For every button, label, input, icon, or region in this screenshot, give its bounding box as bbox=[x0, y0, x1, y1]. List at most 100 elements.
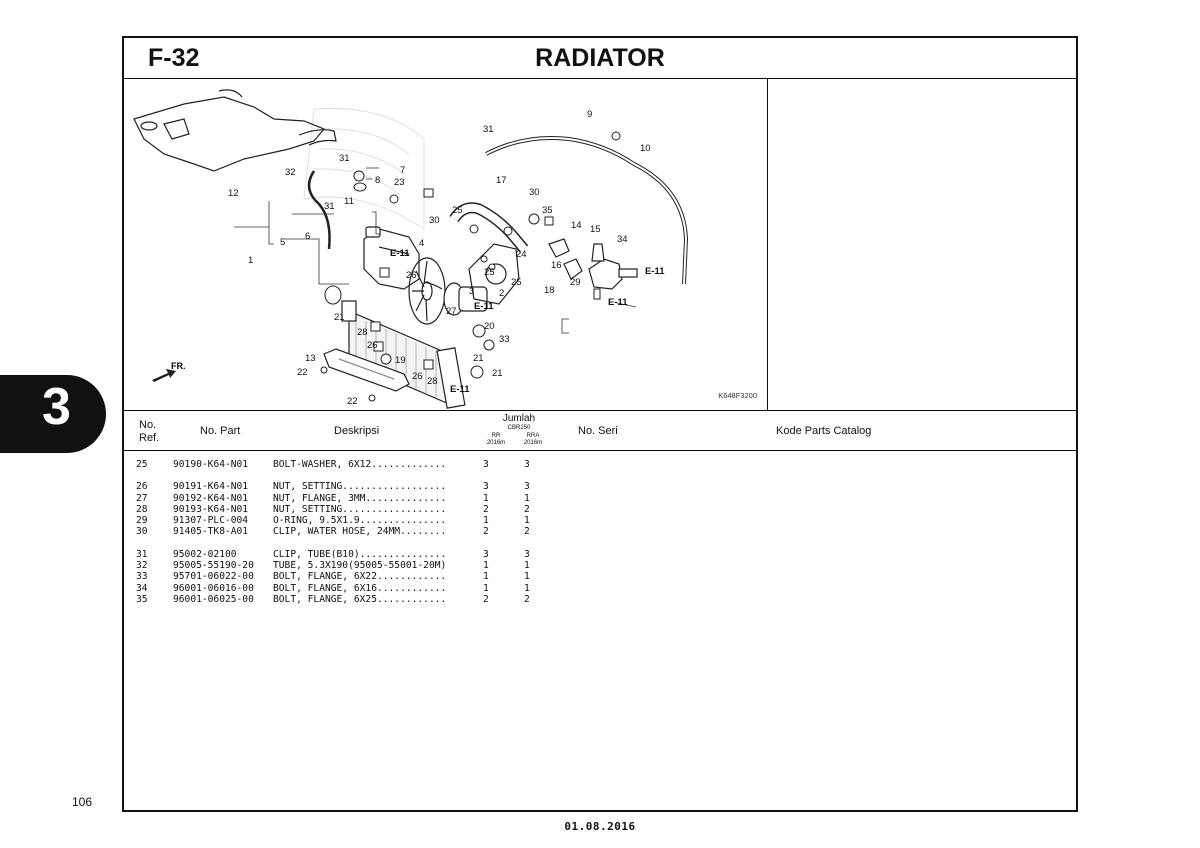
table-row: 27 90192-K64-N01 NUT, FLANGE, 3MM.......… bbox=[136, 492, 530, 504]
table-row: 35 96001-06025-00 BOLT, FLANGE, 6X25....… bbox=[136, 593, 530, 605]
callout-26a: 26 bbox=[406, 270, 417, 281]
callout-23: 23 bbox=[394, 177, 405, 188]
callout-17: 17 bbox=[496, 175, 507, 186]
callout-25c: 25 bbox=[511, 277, 522, 288]
callout-11: 11 bbox=[344, 196, 354, 207]
radiator-diagram-svg: FR. 31 9 10 32 31 7 8 23 17 30 12 31 11 … bbox=[133, 89, 689, 409]
empty-side-panel bbox=[768, 79, 1078, 410]
callout-31b: 31 bbox=[339, 153, 350, 164]
callout-28b: 28 bbox=[427, 376, 438, 387]
header-catalog-code: Kode Parts Catalog bbox=[776, 425, 872, 437]
table-header: No. Ref. No. Part Deskripsi Jumlah CBR25… bbox=[124, 410, 1076, 451]
footer-date: 01.08.2016 bbox=[564, 820, 636, 833]
watermark-wing bbox=[303, 107, 425, 230]
callout-15: 15 bbox=[590, 224, 601, 235]
callout-16: 16 bbox=[551, 260, 562, 271]
header-rra: RRA 2016m bbox=[523, 433, 543, 446]
header-description: Deskripsi bbox=[334, 425, 380, 437]
cooling-fan bbox=[408, 257, 446, 325]
table-row: 34 96001-06016-00 BOLT, FLANGE, 6X16....… bbox=[136, 582, 530, 594]
callout-29: 29 bbox=[570, 277, 581, 288]
callout-30b: 30 bbox=[429, 215, 440, 226]
header-ref: No. Ref. bbox=[139, 419, 160, 444]
callout-31a: 31 bbox=[483, 124, 494, 135]
direction-arrow: FR. bbox=[152, 361, 186, 382]
table-row: 33 95701-06022-00 BOLT, FLANGE, 6X22....… bbox=[136, 571, 530, 583]
callout-26c: 26 bbox=[412, 371, 423, 382]
table-row: 32 95005-55190-20 TUBE, 5.3X190(95005-55… bbox=[136, 560, 530, 572]
callout-21a: 21 bbox=[334, 312, 345, 323]
fan-bracket bbox=[468, 243, 520, 305]
table-row: 30 91405-TK8-A01 CLIP, WATER HOSE, 24MM.… bbox=[136, 526, 530, 538]
callout-7: 7 bbox=[400, 165, 405, 176]
leader-lines bbox=[234, 167, 637, 334]
callout-e11c: E-11 bbox=[608, 297, 628, 308]
callout-10: 10 bbox=[640, 143, 651, 154]
lower-shroud bbox=[323, 348, 410, 392]
reservoir-tank bbox=[363, 226, 420, 290]
radiator-core bbox=[341, 300, 466, 409]
parts-list: 25 90190-K64-N01 BOLT-WASHER, 6X12......… bbox=[124, 459, 1076, 605]
callout-22b: 22 bbox=[347, 396, 358, 407]
callout-21c: 21 bbox=[492, 368, 503, 379]
callout-22a: 22 bbox=[297, 367, 308, 378]
callout-8: 8 bbox=[375, 175, 380, 186]
callout-6: 6 bbox=[305, 231, 310, 242]
callout-33: 33 bbox=[499, 334, 510, 345]
diagram-code: K648F3200 bbox=[718, 391, 757, 400]
thermostat-16 bbox=[548, 238, 583, 280]
callout-28a: 28 bbox=[357, 327, 368, 338]
callout-e11b: E-11 bbox=[645, 266, 665, 277]
callout-19: 19 bbox=[395, 355, 406, 366]
callout-21b: 21 bbox=[473, 353, 484, 364]
callout-1: 1 bbox=[248, 255, 253, 266]
callout-35: 35 bbox=[542, 205, 553, 216]
callout-9: 9 bbox=[587, 109, 592, 120]
callout-25a: 25 bbox=[452, 205, 463, 216]
callout-e11a: E-11 bbox=[390, 248, 410, 259]
section-tab: 3 bbox=[0, 375, 106, 453]
figure-code: F-32 bbox=[148, 44, 200, 72]
callout-20: 20 bbox=[484, 321, 495, 332]
header-serial: No. Seri bbox=[578, 425, 618, 437]
table-row: 31 95002-02100 CLIP, TUBE(B10)..........… bbox=[136, 548, 530, 560]
thermostat-housing bbox=[588, 243, 638, 290]
callout-31c: 31 bbox=[324, 201, 335, 212]
callout-3: 3 bbox=[469, 286, 474, 297]
callout-13: 13 bbox=[305, 353, 316, 364]
header-model: CBR250 bbox=[507, 425, 531, 431]
exploded-diagram: FR. 31 9 10 32 31 7 8 23 17 30 12 31 11 … bbox=[124, 79, 768, 410]
callout-e11d: E-11 bbox=[474, 301, 494, 312]
callout-e11e: E-11 bbox=[450, 384, 470, 395]
table-row: 26 90191-K64-N01 NUT, SETTING...........… bbox=[136, 481, 530, 493]
header-rr: RR 2016m bbox=[486, 433, 506, 446]
table-row: 25 90190-K64-N01 BOLT-WASHER, 6X12......… bbox=[136, 459, 530, 470]
callout-14: 14 bbox=[571, 220, 582, 231]
header-quantity: Jumlah bbox=[502, 413, 536, 424]
catalog-frame: F-32 RADIATOR bbox=[122, 36, 1078, 812]
reservoir-plate bbox=[133, 89, 337, 172]
callout-32: 32 bbox=[285, 167, 296, 178]
callout-2: 2 bbox=[499, 288, 504, 299]
page-number: 106 bbox=[72, 795, 93, 809]
callout-25b: 25 bbox=[484, 267, 495, 278]
tube-32 bbox=[307, 170, 331, 250]
callout-5: 5 bbox=[280, 237, 285, 248]
section-number: 3 bbox=[42, 378, 71, 436]
callout-24: 24 bbox=[516, 249, 527, 260]
page-title: RADIATOR bbox=[535, 44, 665, 72]
title-bar: F-32 RADIATOR bbox=[124, 38, 1076, 79]
callout-12: 12 bbox=[228, 188, 239, 199]
upper-hose bbox=[485, 136, 689, 285]
table-row: 29 91307-PLC-004 O-RING, 9.5X1.9........… bbox=[136, 515, 530, 527]
callout-4: 4 bbox=[419, 238, 424, 249]
callout-18: 18 bbox=[544, 285, 555, 296]
direction-label: FR. bbox=[171, 361, 186, 371]
header-part: No. Part bbox=[200, 425, 241, 437]
callout-labels: 31 9 10 32 31 7 8 23 17 30 12 31 11 30 2… bbox=[228, 109, 665, 407]
table-row: 28 90193-K64-N01 NUT, SETTING...........… bbox=[136, 503, 530, 515]
callout-27: 27 bbox=[446, 306, 457, 317]
callout-34: 34 bbox=[617, 234, 628, 245]
callout-26b: 26 bbox=[367, 340, 378, 351]
fasteners bbox=[320, 131, 621, 402]
